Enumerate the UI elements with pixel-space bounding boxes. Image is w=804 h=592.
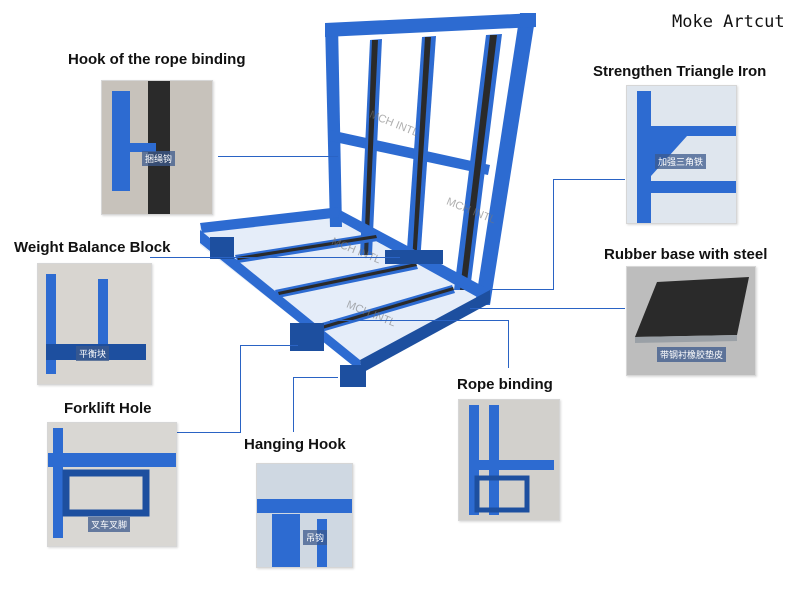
callout-label-rope: Rope binding bbox=[457, 376, 553, 393]
callout-label-hanging: Hanging Hook bbox=[244, 436, 346, 453]
weight-detail-image bbox=[38, 264, 151, 384]
rope-detail-image bbox=[459, 400, 559, 520]
leader-line-hanging bbox=[293, 377, 338, 378]
leader-line-weight bbox=[150, 257, 400, 258]
leader-line-forklift bbox=[240, 345, 298, 346]
leader-line-triangle bbox=[553, 179, 554, 289]
leader-line-rope bbox=[508, 320, 509, 368]
hook-rope-detail-image bbox=[102, 81, 212, 214]
leader-line-triangle bbox=[553, 179, 625, 180]
photo-hook-rope: 捆绳钩 bbox=[101, 80, 213, 215]
photo-caption-rubber: 带钢衬橡胶垫皮 bbox=[657, 347, 727, 362]
leader-line-hanging bbox=[293, 377, 294, 432]
hanging-detail-image bbox=[257, 464, 352, 567]
leader-line-forklift bbox=[175, 432, 241, 433]
callout-label-rubber: Rubber base with steel bbox=[604, 246, 768, 263]
photo-hanging: 吊钩 bbox=[256, 463, 353, 568]
leader-line-rubber bbox=[470, 308, 625, 309]
photo-caption-hanging: 吊钩 bbox=[303, 530, 328, 545]
rubber-detail-image bbox=[627, 267, 755, 375]
leader-line-forklift bbox=[240, 345, 241, 432]
leader-line-rope bbox=[330, 320, 508, 321]
brand-text: Moke Artcut bbox=[672, 12, 785, 32]
photo-rope bbox=[458, 399, 560, 521]
triangle-detail-image bbox=[627, 86, 736, 223]
photo-caption-triangle: 加强三角铁 bbox=[655, 154, 707, 169]
photo-rubber: 带钢衬橡胶垫皮 bbox=[626, 266, 756, 376]
callout-label-forklift: Forklift Hole bbox=[64, 400, 152, 417]
photo-weight: 平衡块 bbox=[37, 263, 152, 385]
photo-forklift: 叉车叉脚 bbox=[47, 422, 177, 547]
callout-label-weight: Weight Balance Block bbox=[14, 239, 171, 256]
callout-label-triangle: Strengthen Triangle Iron bbox=[593, 63, 767, 80]
photo-triangle: 加强三角铁 bbox=[626, 85, 737, 224]
leader-line-hook bbox=[218, 156, 338, 157]
photo-caption-weight: 平衡块 bbox=[76, 346, 110, 361]
main-rack-illustration bbox=[200, 13, 536, 387]
photo-caption-forklift: 叉车叉脚 bbox=[88, 517, 131, 532]
leader-line-triangle bbox=[490, 289, 554, 290]
photo-caption-hook-rope: 捆绳钩 bbox=[142, 151, 176, 166]
callout-label-hook-rope: Hook of the rope binding bbox=[68, 51, 246, 68]
